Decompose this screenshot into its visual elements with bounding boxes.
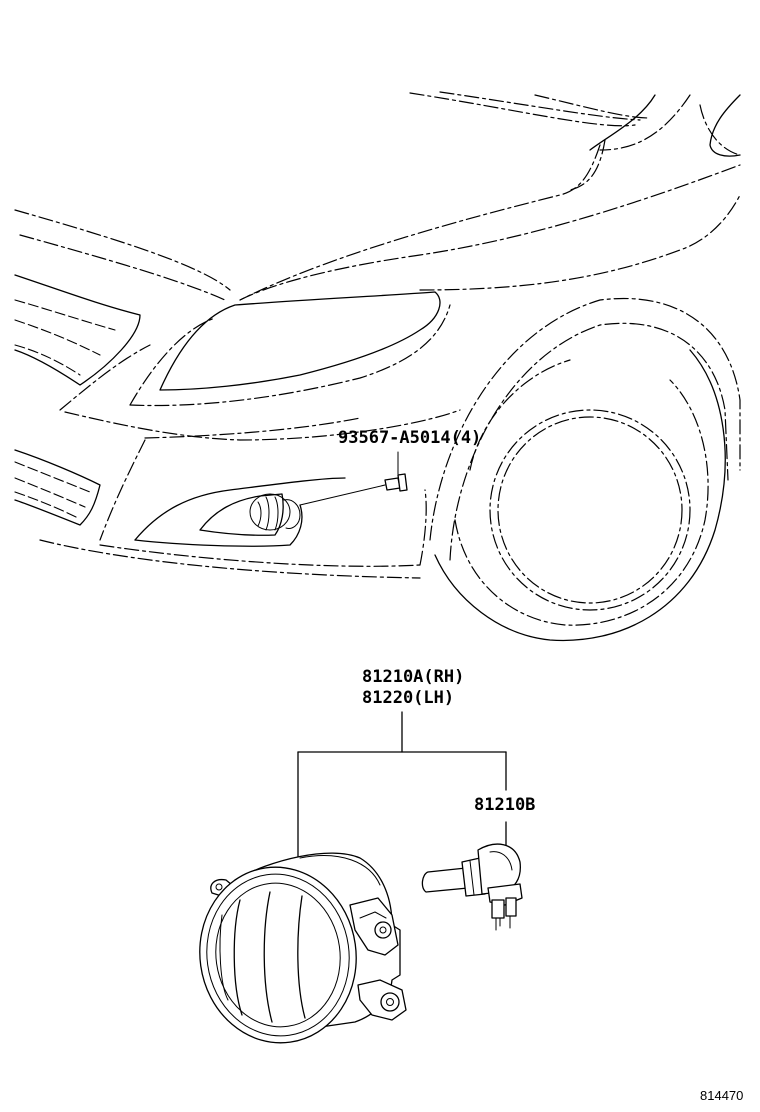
bulb-assembly (421, 843, 523, 931)
label-bulb-part-number: 81210B (474, 795, 536, 815)
label-bolt-part-number: 93567-A5014(4) (338, 428, 482, 448)
wheel-arch (429, 298, 741, 642)
label-fog-lamp-rh: 81210A(RH) (362, 667, 465, 687)
callout-leaders (297, 711, 507, 866)
fog-lamp-assembly (199, 852, 407, 1044)
figure-number: 814470 (700, 1088, 744, 1103)
car-front-outline (14, 91, 741, 579)
label-fog-lamp-lh: 81220(LH) (362, 688, 455, 708)
